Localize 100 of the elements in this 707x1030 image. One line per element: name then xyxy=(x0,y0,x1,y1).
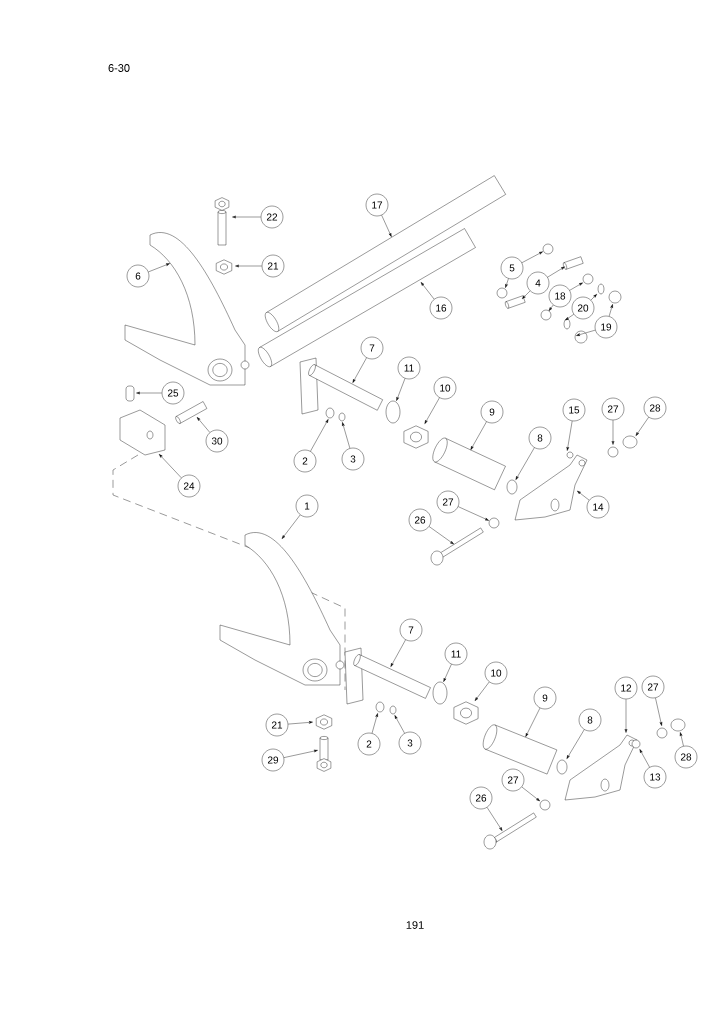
callout-number: 14 xyxy=(586,495,610,519)
leader-line xyxy=(505,278,509,288)
o-ring xyxy=(556,759,568,775)
washer xyxy=(488,517,500,529)
bolt xyxy=(430,527,484,566)
page-number: 191 xyxy=(406,921,424,929)
callout-number: 3 xyxy=(341,447,365,471)
bolt xyxy=(483,812,537,850)
callout-number: 6 xyxy=(126,264,150,288)
plug xyxy=(582,273,594,285)
spring xyxy=(563,256,584,270)
bolt xyxy=(316,736,332,772)
leader-line xyxy=(547,266,565,278)
sleeve xyxy=(432,437,506,490)
shift-fork xyxy=(124,232,250,386)
callout-number: 1 xyxy=(295,494,319,518)
leader-line xyxy=(136,391,162,395)
leader-line xyxy=(458,506,489,521)
callout-number: 4 xyxy=(526,271,550,295)
callout-number: 18 xyxy=(548,284,572,308)
spring xyxy=(505,295,526,309)
leader-line xyxy=(342,422,351,449)
callout-number: 28 xyxy=(674,745,698,769)
callout-number: 10 xyxy=(484,661,508,685)
callout-number: 15 xyxy=(562,398,586,422)
leader-line xyxy=(548,304,554,311)
washer xyxy=(607,446,619,458)
plug xyxy=(574,330,588,344)
leader-line xyxy=(525,707,541,737)
leader-line xyxy=(608,304,613,317)
callout-number: 8 xyxy=(528,426,552,450)
sleeve xyxy=(482,724,558,775)
leader-line xyxy=(232,215,261,219)
callout-number: 26 xyxy=(408,508,432,532)
callout-number: 11 xyxy=(397,356,421,380)
leader-line xyxy=(394,715,405,734)
leader-line xyxy=(352,357,367,383)
leader-line xyxy=(635,417,649,436)
o-ring xyxy=(563,318,571,330)
leader-line xyxy=(679,732,684,747)
leader-line xyxy=(287,721,313,725)
shift-fork xyxy=(219,532,345,686)
callout-number: 22 xyxy=(260,205,284,229)
callout-number: 27 xyxy=(641,675,665,699)
leader-line xyxy=(486,807,503,831)
washer xyxy=(325,407,335,419)
leader-line xyxy=(396,378,406,401)
bolt xyxy=(214,197,230,246)
callout-number: 2 xyxy=(293,449,317,473)
washer xyxy=(656,727,668,739)
callout-number: 10 xyxy=(433,376,457,400)
callout-number: 27 xyxy=(501,768,525,792)
callout-number: 7 xyxy=(360,336,384,360)
bolt xyxy=(175,401,208,424)
callout-number: 3 xyxy=(398,731,422,755)
callout-number: 21 xyxy=(261,254,285,278)
pin xyxy=(125,385,135,402)
callout-number: 24 xyxy=(177,474,201,498)
leader-line xyxy=(569,282,583,291)
leader-line xyxy=(565,314,574,321)
plug xyxy=(608,290,622,304)
nut xyxy=(216,259,232,275)
callout-number: 8 xyxy=(578,708,602,732)
nut xyxy=(403,425,429,449)
callout-number: 28 xyxy=(643,396,667,420)
leader-line xyxy=(474,681,490,701)
callout-number: 9 xyxy=(480,400,504,424)
lever xyxy=(514,454,588,521)
lever xyxy=(564,734,638,801)
pin xyxy=(566,451,574,459)
leader-line xyxy=(148,263,170,273)
callout-number: 27 xyxy=(436,490,460,514)
leader-line xyxy=(196,417,210,433)
leader-line xyxy=(515,447,535,480)
leader-line xyxy=(522,290,531,299)
washer xyxy=(375,701,385,713)
leader-line xyxy=(428,526,454,545)
plug xyxy=(540,309,552,321)
leader-line xyxy=(470,421,487,450)
leader-line xyxy=(624,699,628,733)
o-ring xyxy=(432,681,448,705)
shaft xyxy=(299,357,383,415)
callout-number: 21 xyxy=(265,713,289,737)
leader-line xyxy=(590,294,597,301)
leader-line xyxy=(576,329,596,336)
washer xyxy=(338,412,346,422)
callout-number: 30 xyxy=(205,429,229,453)
callout-number: 16 xyxy=(429,296,453,320)
shaft xyxy=(344,647,431,705)
o-ring xyxy=(385,400,401,424)
washer xyxy=(539,799,551,811)
callout-number: 17 xyxy=(365,193,389,217)
leader-line xyxy=(566,729,585,759)
leader-line xyxy=(443,664,452,682)
leader-line xyxy=(390,639,406,667)
leader-line xyxy=(281,514,301,539)
page-number: 6-30 xyxy=(108,64,130,72)
washer xyxy=(389,705,397,715)
leader-line xyxy=(639,749,650,768)
callout-number: 9 xyxy=(533,686,557,710)
